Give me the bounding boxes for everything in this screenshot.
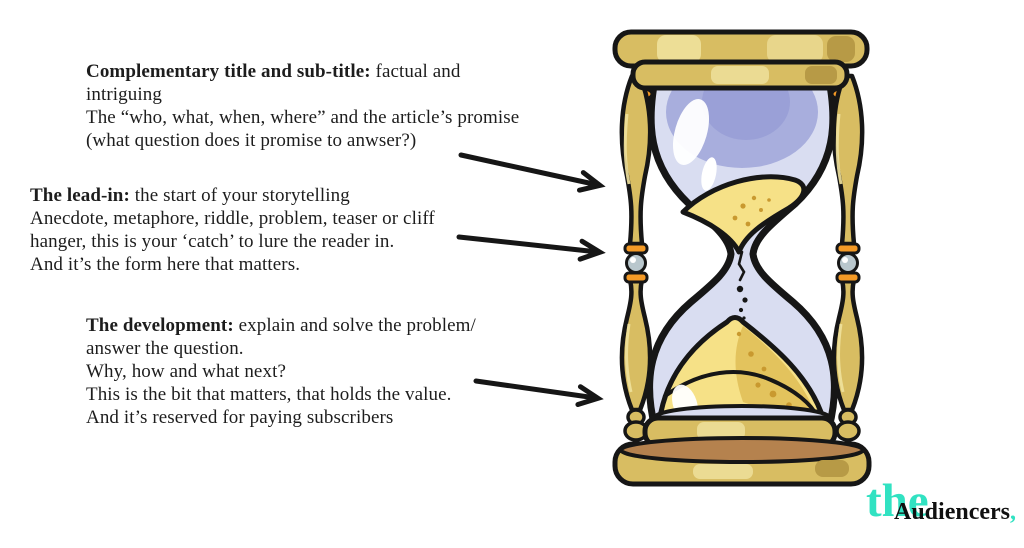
annotation-title-body: factual and intriguing The “who, what, w… [86, 61, 520, 151]
brand-logo: the Audiencers, [862, 478, 1022, 542]
hourglass-lower-sand [657, 315, 825, 427]
hourglass-icon [612, 29, 872, 487]
hourglass-pillar-left [619, 73, 653, 442]
annotation-leadin-lead: The lead-in: [30, 185, 130, 206]
hourglass-glass [646, 66, 838, 432]
arrow-to-top-bulb-icon [458, 152, 606, 193]
cap-hinge-right-icon [830, 86, 860, 102]
hourglass-upper-sand [680, 174, 807, 255]
brand-logo-the: the [866, 475, 929, 527]
brand-logo-audiencers: Audiencers, [894, 500, 1016, 524]
brand-logo-audiencers-text: Audiencers [894, 499, 1010, 525]
hourglass-sand-stream [736, 250, 748, 320]
hourglass-base [612, 404, 872, 487]
annotation-development-block: The development: explain and solve the p… [86, 314, 591, 429]
hourglass-pillar-right [831, 73, 865, 442]
annotation-title-lead: Complementary title and sub-title: [86, 61, 371, 82]
annotation-development-lead: The development: [86, 315, 234, 336]
annotation-title-block: Complementary title and sub-title: factu… [86, 60, 591, 152]
annotation-development-body: explain and solve the problem/ answer th… [86, 315, 476, 428]
annotation-leadin-body: the start of your storytelling Anecdote,… [30, 185, 435, 275]
cap-hinge-left-icon [624, 86, 654, 102]
hourglass-top-cap [612, 29, 870, 91]
annotation-leadin-block: The lead-in: the start of your storytell… [30, 184, 535, 276]
brand-logo-comma: , [1010, 499, 1016, 525]
